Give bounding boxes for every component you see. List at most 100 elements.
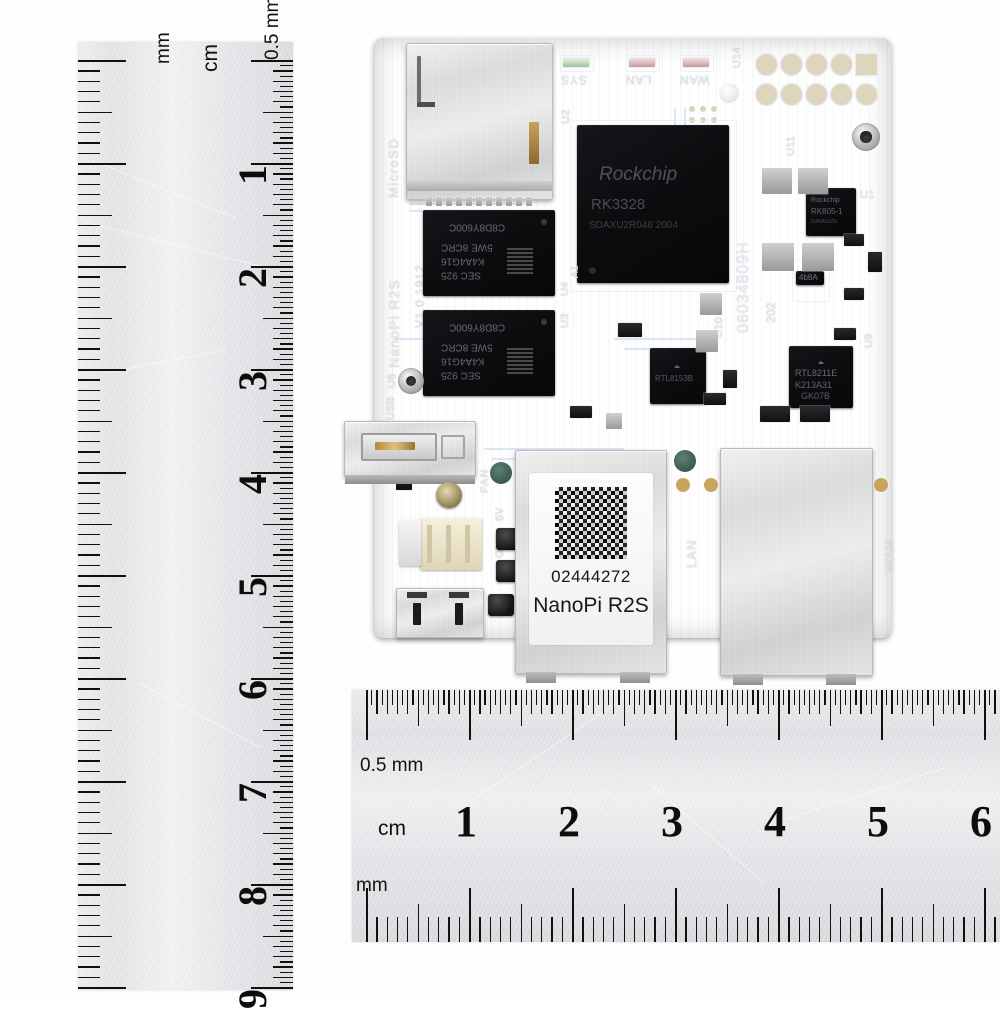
ruler-tick-half-mm [273, 255, 293, 257]
ruler-tick-mm [78, 224, 100, 227]
ruler-tick-half-mm [793, 690, 795, 705]
ruler-tick-half-mm [273, 502, 293, 505]
ruler-tick-half-mm [280, 250, 293, 252]
ruler-tick-half-mm [731, 690, 733, 705]
port-ethernet-lan[interactable]: 02444272 NanoPi R2S [515, 450, 667, 683]
ruler-tick-half-mm [937, 690, 939, 705]
gpio-pad-pin1[interactable] [856, 54, 877, 75]
microsd-pin [496, 197, 502, 206]
gpio-pad[interactable] [831, 84, 852, 105]
ruler-tick-mm [78, 235, 100, 237]
microusb-slot [413, 603, 421, 625]
ruler-tick-half-mm [280, 116, 293, 118]
ruler-tick-half-mm [273, 811, 293, 814]
ruler-tick-mm [78, 925, 100, 927]
port-micro-usb-power[interactable] [396, 588, 484, 638]
inductor [798, 168, 828, 194]
label-product-name: NanoPi R2S [533, 594, 649, 617]
ruler-tick-half-mm [280, 693, 293, 695]
gpio-pad[interactable] [806, 54, 827, 75]
ruler-tick-half-mm [922, 690, 924, 714]
ruler-tick-mm [469, 888, 472, 942]
ruler-tick-mm [78, 441, 100, 443]
emi-pad [490, 462, 512, 484]
gpio-pad[interactable] [831, 54, 852, 75]
ruler-tick-mm [633, 917, 636, 942]
silk-fan-5v: 5V [494, 506, 506, 521]
ruler-tick-half-mm [280, 363, 293, 366]
ruler-tick-half-mm [273, 616, 293, 618]
ruler-tick-half-mm [263, 420, 293, 423]
ruler-tick-half-mm [273, 925, 293, 927]
hruler-number: 2 [558, 797, 580, 846]
ruler-tick-half-mm [778, 690, 781, 740]
gpio-pad[interactable] [781, 84, 802, 105]
gpio-pad[interactable] [781, 54, 802, 75]
vruler-label-cm: cm [199, 44, 222, 72]
ruler-tick-half-mm [541, 690, 543, 714]
ruler-tick-half-mm [958, 690, 960, 705]
ruler-tick-half-mm [886, 690, 888, 705]
ruler-tick-half-mm [280, 652, 293, 654]
port-ethernet-wan[interactable] [720, 448, 873, 685]
ruler-tick-half-mm [515, 690, 517, 705]
ruler-tick-half-mm [742, 690, 744, 705]
ruler-tick-mm [78, 533, 100, 536]
tactile-switch-body[interactable] [399, 520, 421, 566]
ruler-tick-half-mm [273, 894, 293, 896]
ruler-tick-half-mm [280, 446, 293, 448]
ruler-tick-half-mm [280, 817, 293, 819]
ruler-tick-half-mm [783, 690, 785, 705]
hruler-number: 4 [764, 797, 786, 846]
gpio-pad[interactable] [756, 54, 777, 75]
gpio-header[interactable] [756, 54, 884, 116]
ruler-tick-mm [561, 917, 563, 942]
microsd-pin [516, 197, 522, 206]
ruler-tick-mm [396, 917, 399, 942]
ruler-tick-mm [78, 317, 112, 320]
ruler-tick-half-mm [280, 405, 293, 407]
silk-ref-u8: U8 [386, 373, 398, 388]
via [711, 106, 717, 112]
pmic-lot: GA0002S [811, 219, 838, 225]
silk-ref-u14: U14 [731, 46, 743, 68]
gpio-pad[interactable] [856, 84, 877, 105]
ruler-tick-mm [78, 369, 126, 372]
ruler-tick-half-mm [273, 760, 293, 762]
ruler-tick-half-mm [280, 230, 293, 232]
ruler-tick-half-mm [448, 690, 450, 714]
ruler-tick-half-mm [494, 690, 497, 705]
ruler-tick-mm [891, 917, 893, 942]
silk-ref-a1: A1 [570, 265, 581, 278]
port-microsd[interactable] [406, 43, 553, 200]
ruler-tick-half-mm [273, 451, 293, 453]
silk-product-name: NanoPi R2S [386, 278, 402, 368]
ruler-tick-half-mm [762, 690, 764, 705]
ruler-tick-half-mm [273, 719, 293, 721]
nanopi-r2s-board: MicroSD NanoPi R2S V1.0 1912 U8 USB SYS … [344, 38, 897, 685]
ruler-tick-mm [551, 917, 553, 942]
ruler-tick-half-mm [273, 286, 293, 288]
ruler-tick-half-mm [700, 690, 703, 705]
port-usb-a[interactable] [344, 421, 476, 484]
ruler-tick-half-mm [989, 690, 991, 705]
ruler-tick-half-mm [824, 690, 826, 705]
pmic-rk805: Rockchip RK805-1 GA0002S [806, 188, 856, 236]
inductor [802, 243, 834, 271]
ruler-tick-half-mm [273, 554, 293, 556]
ruler-tick-half-mm [273, 482, 293, 484]
ruler-tick-half-mm [280, 199, 293, 201]
ruler-tick-mm [78, 595, 100, 597]
fan-connector[interactable] [420, 518, 482, 570]
ruler-tick-half-mm [402, 690, 404, 705]
ruler-tick-half-mm [273, 801, 293, 803]
gpio-pad[interactable] [806, 84, 827, 105]
soc-brand-text: Rockchip [599, 164, 678, 185]
ruler-tick-half-mm [280, 528, 293, 530]
ram-u-pin1-dot [541, 219, 547, 225]
ruler-tick-half-mm [263, 935, 293, 938]
gpio-pad[interactable] [756, 84, 777, 105]
